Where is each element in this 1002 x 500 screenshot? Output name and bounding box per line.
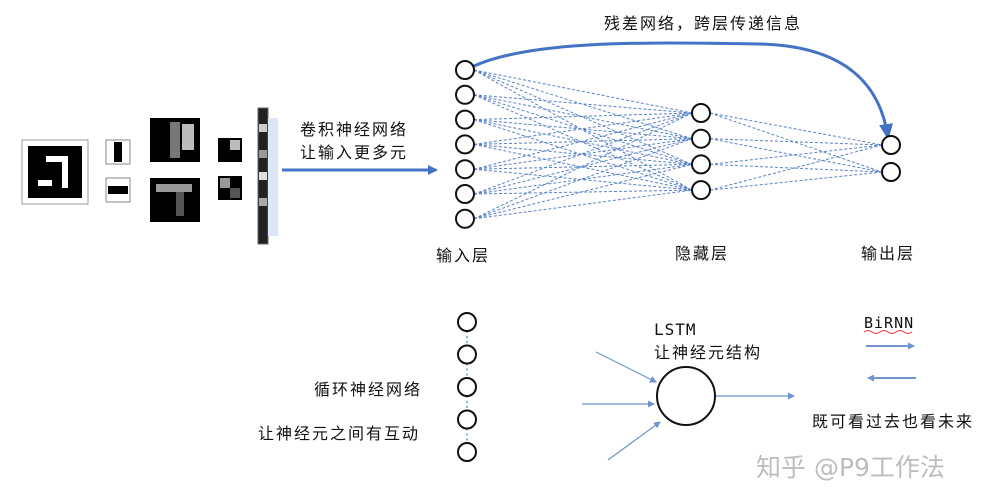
feature-map-1-shade xyxy=(182,124,194,150)
cnn-label-line1: 卷积神经网络 xyxy=(300,120,409,139)
input-hidden-connection xyxy=(473,163,693,220)
input-hidden-connection xyxy=(473,112,693,220)
cnn-feature-maps xyxy=(21,107,278,245)
network-nodes xyxy=(455,60,901,229)
pooled-map-1-shade xyxy=(230,140,240,150)
input-hidden-connection xyxy=(473,94,693,114)
input-image-stroke xyxy=(38,180,52,186)
feature-map-2-shade xyxy=(156,184,192,192)
hidden-output-connection xyxy=(709,171,883,191)
input-hidden-connection xyxy=(473,168,693,191)
input-hidden-connection xyxy=(473,69,693,114)
input-hidden-connection xyxy=(473,189,693,220)
flatten-cell xyxy=(259,124,267,132)
hidden-node xyxy=(691,180,711,201)
input-node xyxy=(455,60,475,80)
input-image-stroke xyxy=(46,156,68,162)
hidden-output-connection xyxy=(709,163,883,173)
cnn-label-line2: 让输入更多元 xyxy=(300,143,409,162)
input-hidden-connection xyxy=(473,143,693,165)
lstm-input-arrow xyxy=(595,351,657,383)
rnn-node xyxy=(457,409,477,430)
input-hidden-connection xyxy=(473,69,693,191)
kernel-1-fill xyxy=(114,142,122,162)
feature-map-1-shade xyxy=(170,122,180,158)
lstm-node xyxy=(656,366,716,426)
input-hidden-connection xyxy=(473,119,693,140)
input-hidden-connection xyxy=(473,143,693,191)
input-hidden-connection xyxy=(473,119,693,165)
input-image-stroke xyxy=(62,156,68,188)
flatten-shadow xyxy=(268,118,278,236)
birnn-spellcheck-underline xyxy=(863,330,913,334)
input-image xyxy=(28,146,82,198)
hidden-node xyxy=(691,103,711,123)
input-node xyxy=(455,134,475,155)
rnn-chain xyxy=(457,312,477,462)
input-hidden-connection xyxy=(473,163,693,170)
lstm-input-arrow xyxy=(607,421,661,461)
hidden-output-connection xyxy=(709,112,883,146)
input-layer-label: 输入层 xyxy=(436,246,491,265)
lstm-desc: 让神经元结构 xyxy=(654,343,763,362)
input-hidden-connection xyxy=(473,112,693,195)
feature-map-2-shade xyxy=(176,192,184,216)
rnn-node xyxy=(457,312,477,332)
input-node xyxy=(455,208,475,229)
birnn-desc: 既可看过去也看未来 xyxy=(812,412,975,431)
rnn-label-line1: 循环神经网络 xyxy=(314,380,423,399)
hidden-output-connection xyxy=(709,112,883,173)
input-hidden-connection xyxy=(473,69,693,165)
birnn-label: BiRNN xyxy=(864,314,915,332)
input-hidden-connection xyxy=(473,112,693,170)
flatten-cell xyxy=(259,198,267,206)
input-node xyxy=(455,109,475,130)
hidden-output-connection xyxy=(709,144,883,165)
hidden-output-connection xyxy=(709,144,883,191)
lstm-neuron xyxy=(582,351,795,461)
output-node xyxy=(881,135,901,155)
input-hidden-connection xyxy=(473,112,693,145)
input-hidden-connection xyxy=(473,138,693,145)
rnn-label-line2: 让神经元之间有互动 xyxy=(258,424,421,443)
flatten-cell xyxy=(259,172,267,180)
hidden-output-connection xyxy=(709,138,883,173)
kernel-2-fill xyxy=(108,186,128,194)
hidden-layer-label: 隐藏层 xyxy=(675,244,730,263)
hidden-node xyxy=(691,154,711,175)
flatten-cell xyxy=(259,150,267,158)
hidden-node xyxy=(691,128,711,149)
network-connections xyxy=(473,69,883,220)
residual-label: 残差网络，跨层传递信息 xyxy=(604,14,803,33)
pooled-map-2-shade xyxy=(220,178,230,188)
input-hidden-connection xyxy=(473,94,693,165)
rnn-node xyxy=(457,377,477,397)
input-node xyxy=(455,184,475,204)
lstm-label: LSTM xyxy=(654,320,697,339)
input-node xyxy=(455,159,475,180)
input-hidden-connection xyxy=(473,94,693,140)
rnn-node xyxy=(457,442,477,462)
input-node xyxy=(455,84,475,105)
input-hidden-connection xyxy=(473,189,693,195)
input-hidden-connection xyxy=(473,119,693,191)
hidden-output-connection xyxy=(709,138,883,146)
input-hidden-connection xyxy=(473,69,693,140)
watermark: 知乎 @P9工作法 xyxy=(756,453,945,482)
output-layer-label: 输出层 xyxy=(861,244,916,263)
input-hidden-connection xyxy=(473,138,693,220)
rnn-node xyxy=(457,344,477,365)
residual-arc xyxy=(465,41,894,140)
output-node xyxy=(881,162,901,182)
pooled-map-2-shade xyxy=(230,188,240,198)
input-hidden-connection xyxy=(473,112,693,121)
